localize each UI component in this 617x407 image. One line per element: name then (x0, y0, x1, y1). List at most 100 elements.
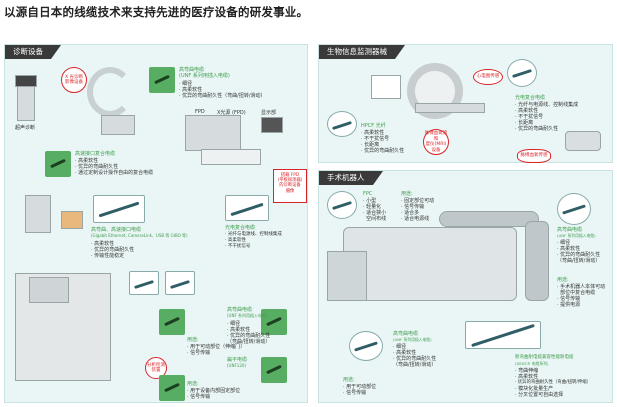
strain-line-3: · 优异的弯曲耐久性（弯曲/扭转/伸缩） (515, 380, 592, 385)
robot-hv-line-1: · 细径 (557, 240, 571, 246)
cable-thumb-icon (149, 67, 175, 93)
gige-line-3: · 传输性能稳定 (91, 253, 125, 259)
robot-heading: 手术机器人 (319, 171, 382, 185)
hv-line-2: · 高柔软性 (179, 87, 203, 93)
hv-cable-thumb (557, 193, 591, 225)
purpose-b-line-2: 部位中复合电缆 (557, 290, 596, 296)
hf-cable-thumb (349, 331, 383, 361)
purpose1-line-2: · 信号传输 (187, 350, 211, 356)
hpcf-line-1: · 高柔软性 (361, 130, 385, 136)
robot-hf-line-4: （弯曲/扭转/滑动） (393, 362, 437, 368)
purpose2-line-2: · 信号传输 (187, 394, 211, 400)
oximeter-callout: 脉搏血氧饱和 度仪(MRI) 设备 (423, 129, 449, 155)
microscope-icon (25, 195, 51, 233)
purpose-b-line-3: · 信号传输 (557, 296, 581, 302)
robot-hv-sub: (UNF 系列用插入电缆) (557, 233, 596, 238)
purpose2-line-1: · 用于设备内部固定部位 (187, 388, 241, 394)
sensor-icon (565, 131, 601, 151)
cable-sample-thumb (165, 271, 195, 295)
strain-line-1: · 弯曲伸缩 (515, 368, 539, 374)
optic-line-1: · 光纤与电源线、控制线集成 (515, 102, 579, 108)
hpcf-name: HPCF 光纤 (361, 123, 386, 129)
purpose-b-name: 用途: (557, 277, 569, 283)
hv-sub: (UNF 系列用插入电缆) (179, 73, 230, 79)
purpose1-line-1: · 用于可动部位（伸缩门） (187, 344, 246, 350)
hv-line-3: · 优异的弯曲耐久性（弯曲/扭转/滑动） (179, 93, 266, 99)
gige-sub: (Gigabit Ethernet, CameraLink、USB 等 GIBO… (91, 233, 188, 238)
optic-line-2: · 高柔软性 (515, 108, 539, 114)
heart-callout: 心电图传感 (473, 69, 503, 85)
xray-callout: X 光诊断 影像设备 (61, 67, 87, 93)
cable-thumb-icon (159, 309, 185, 335)
fpc-line-3: · 适合狭小 (363, 210, 387, 216)
ct-label-source: X光源 (FPD) (217, 110, 246, 116)
hpcf-line-2: · 不干扰信号 (361, 136, 390, 142)
ultrasound-screen (15, 75, 37, 87)
optic-line-5: · 优异的弯曲耐久性 (515, 126, 559, 132)
cable-thumb-icon (45, 151, 71, 177)
blood-callout: 脉搏血氧传感 (517, 149, 551, 163)
hybrid-name: 高速接口复合电缆 (75, 151, 116, 157)
optical-line-3: · 不干扰信号 (225, 244, 251, 249)
optic-line-3: · 不干扰信号 (515, 114, 544, 120)
cable-sample-thumb (129, 271, 159, 295)
hybrid-line-3: · 通过定制设计操作自由的复合电缆 (75, 170, 154, 176)
purpose-b-line-1: · 手术机器人本体可动 (557, 284, 606, 290)
optical-line-1: · 光纤与电源线、控制线集成 (225, 232, 282, 237)
hf-name: 高弯曲电缆 (227, 307, 253, 313)
hf-line-4: （弯曲/扭转/滑动） (227, 339, 271, 345)
fpc-thumb (327, 191, 357, 219)
robot-hv-line-2: · 高柔软性 (557, 246, 581, 252)
strain-line-2: · 高柔软性 (515, 374, 539, 380)
purpose1-name: 用途: (187, 337, 199, 343)
strain-name: 耐弯曲耐电缆兼容性能耐电缆 (515, 355, 574, 360)
ct-bed (201, 149, 261, 165)
purpose-a-line-3: · 适合多 (401, 210, 420, 216)
surgical-robot (343, 227, 517, 301)
robot-hv-name: 高弯曲电缆 (557, 227, 583, 233)
purpose-a-line-1: · 固定部位可动 (401, 198, 435, 204)
fpd-callout: 搭载 FPD (平板探测器) 的诊断设备 摄像 (273, 169, 307, 203)
ct-scanner (185, 115, 241, 151)
purpose2-name: 用途: (187, 381, 199, 387)
gige-name: 高弯曲、高速接口电缆 (91, 227, 142, 233)
purpose-c-line-2: · 信号传输 (343, 390, 367, 396)
purpose-b-line-4: · 提供电源 (557, 302, 581, 308)
robot-hv-line-3: · 优异的弯曲耐久性 (557, 252, 601, 258)
optic-name: 光电复合电缆 (515, 95, 546, 101)
robot-panel: 手术机器人 FPC · 小型 · 轻量化 · 适合狭小 空间布线 用途: · 固… (318, 170, 613, 403)
analyzer-screen (29, 277, 69, 303)
robot-console (327, 251, 367, 301)
cable-thumb-icon (261, 357, 287, 383)
monitor-icon (371, 75, 401, 99)
hpcf-line-3: · 长距离 (361, 142, 380, 148)
fpc-line-2: · 轻量化 (363, 204, 382, 210)
page-title: 以源自日本的线缆技术来支持先进的医疗设备的研发事业。 (4, 5, 309, 19)
robot-arm-icon (525, 221, 549, 301)
hybrid-line-2: · 优异的弯曲耐久性 (75, 164, 119, 170)
robot-arm-icon (439, 211, 539, 227)
hpcf-cable-thumb (327, 111, 357, 137)
mri-bed (415, 103, 485, 113)
diagnosis-heading: 诊断设备 (5, 45, 61, 59)
monitor-icon (261, 117, 283, 133)
bio-heading: 生物信息监测器械 (319, 45, 405, 59)
gige-line-1: · 高柔软性 (91, 241, 115, 247)
c-arm-base (101, 115, 135, 135)
workstation-icon (61, 211, 83, 229)
bio-panel: 生物信息监测器械 心电图传感 脉搏血氧饱和 度仪(MRI) 设备 脉搏血氧传感 … (318, 44, 613, 163)
hv-line-1: · 细径 (179, 81, 193, 87)
analyzer-callout: 分析检测装置 (145, 357, 167, 379)
hf-line-1: · 细径 (227, 321, 241, 327)
cable-thumb-icon (261, 309, 287, 335)
diagnosis-panel: 诊断设备 超声诊断 X 光诊断 影像设备 高弯曲电缆 (UNF 系列用插入电缆)… (4, 44, 308, 403)
fpc-line-1: · 小型 (363, 198, 377, 204)
strain-cable-thumb (465, 321, 541, 349)
hf-sub: (UNF 系列用插入电缆) (227, 313, 268, 318)
fpc-name: FPC (363, 191, 373, 197)
strain-line-4: · 模块化批量生产 (515, 386, 554, 392)
robot-hf-line-1: · 细径 (393, 344, 407, 350)
ct-label-display: 显示部 (261, 110, 277, 116)
hf-line-2: · 高柔软性 (227, 327, 251, 333)
fpc-line-4: 空间布线 (363, 216, 387, 222)
